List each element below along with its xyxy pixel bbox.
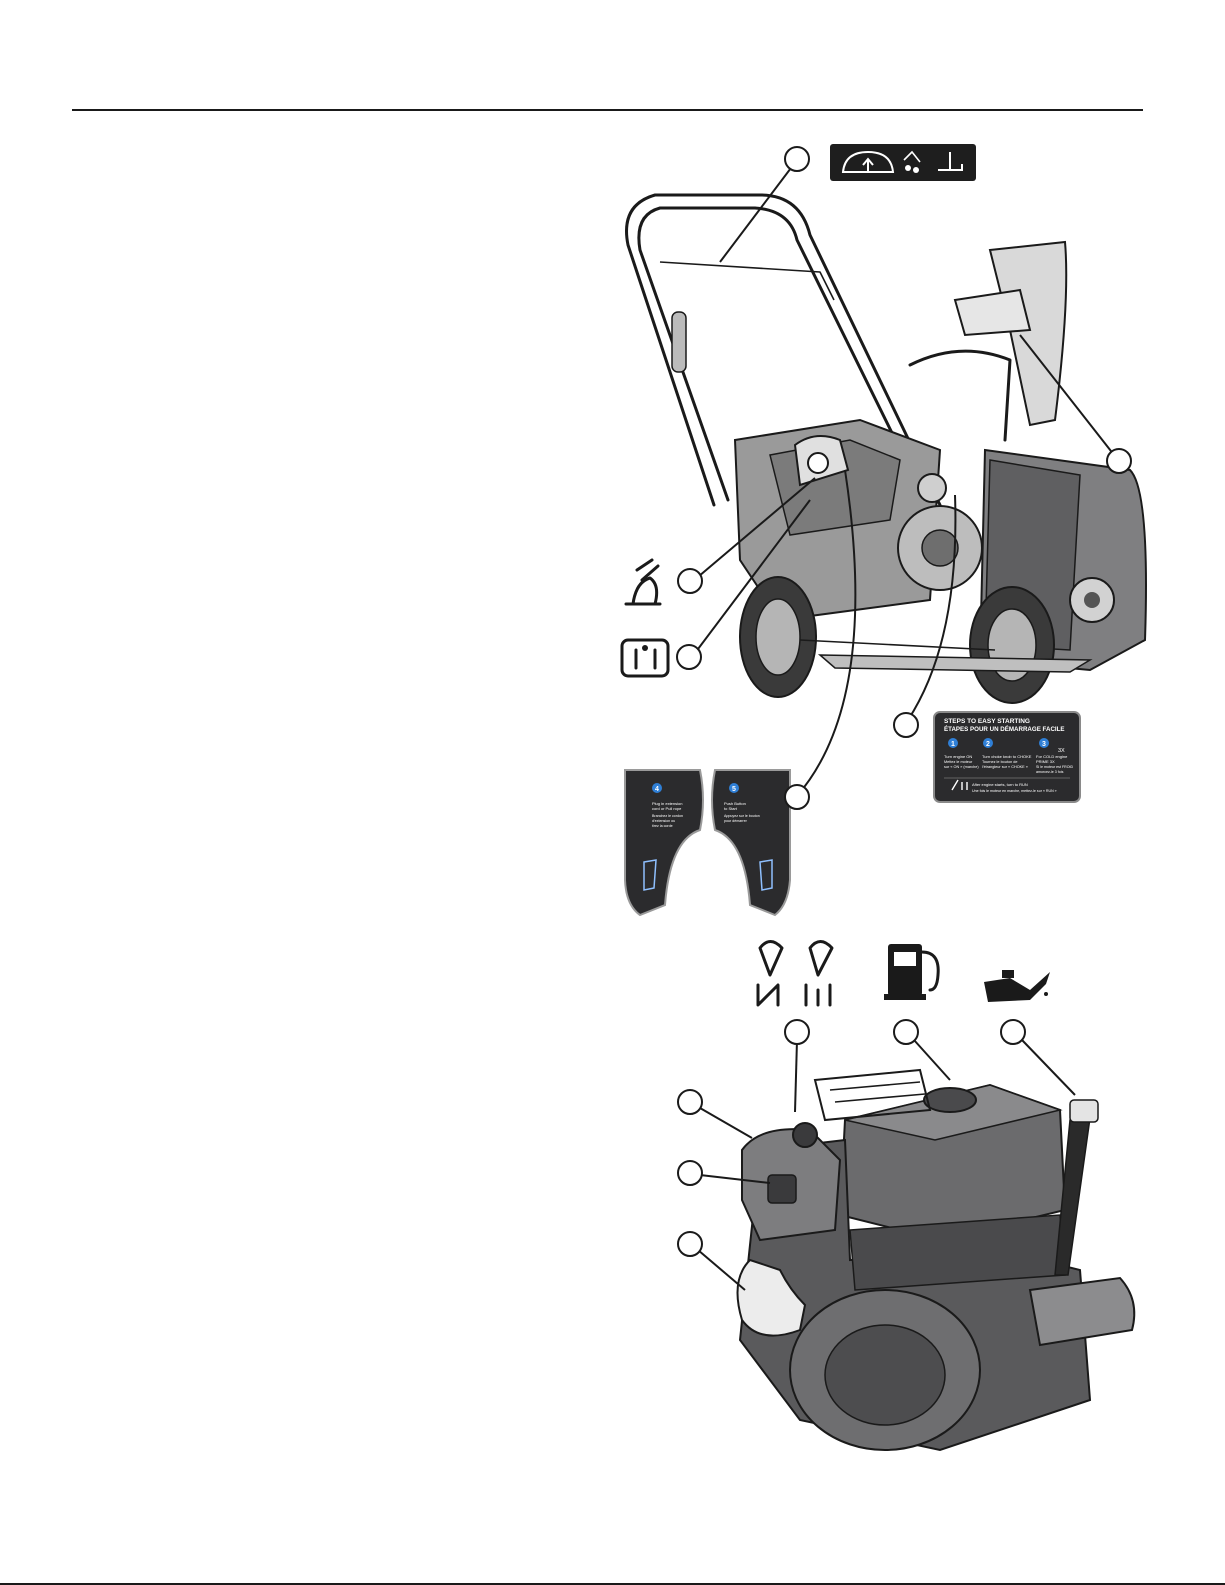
panel-left-num: 4: [655, 786, 659, 793]
step2-num: 2: [986, 741, 990, 748]
panel-left-fr-1: Branchez le cordon: [652, 814, 683, 818]
engine-illustration: [736, 1068, 1136, 1452]
lower-callouts: [677, 1019, 1076, 1291]
footer-rule: [0, 1583, 1225, 1585]
callout-chute: [1106, 448, 1132, 474]
start-panel-decals: 4 Plug in extension cord or Pull rope Br…: [624, 769, 791, 917]
callout-recoil: [677, 1231, 703, 1257]
ignition-key-icon: [620, 638, 670, 678]
step2-en: Turn choke knob to CHOKE: [982, 754, 1032, 759]
step1-en: Turn engine ON: [944, 754, 972, 759]
snow-blower-illustration: [625, 193, 1147, 704]
callout-fuel: [893, 1019, 919, 1045]
callout-easy-start: [893, 712, 919, 738]
panel-right-fr-2: pour démarrer: [724, 819, 748, 823]
primer-icon: [624, 558, 662, 606]
step3-num: 3: [1042, 741, 1046, 748]
step1-fr-1: Mettez le moteur: [944, 760, 973, 764]
easy-start-title-fr: ÉTAPES POUR UN DÉMARRAGE FACILE: [944, 725, 1065, 733]
step3-en-2: PRIME 3X: [1036, 759, 1055, 764]
step2-fr-2: l'étrangleur sur « CHOKE »: [982, 765, 1028, 769]
handle-icons-decal: [830, 144, 976, 181]
panel-left-fr-3: tirez la corde: [652, 824, 673, 828]
upper-callouts: [676, 146, 1132, 810]
step2-fr-1: Tournez le bouton de: [982, 760, 1017, 764]
callout-start-panel: [784, 784, 810, 810]
panel-right-num: 5: [732, 786, 736, 793]
callout-primer: [677, 568, 703, 594]
chute-control-icon: [938, 152, 963, 171]
choke-icon: [756, 940, 834, 1007]
panel-right-en-2: to Start: [724, 806, 738, 811]
easy-start-title-en: STEPS TO EASY STARTING: [944, 718, 1030, 725]
panel-left-en-1: Plug in extension: [652, 801, 682, 806]
easy-start-decal: STEPS TO EASY STARTING ÉTAPES POUR UN DÉ…: [933, 711, 1081, 803]
panel-right-fr-1: Appuyez sur le bouton: [724, 814, 760, 818]
panel-left-fr-2: d'extension ou: [652, 819, 675, 823]
auger-control-icon: [903, 150, 921, 173]
step1-fr-2: sur « ON » (marche): [944, 765, 979, 769]
step3-fr-1: Si le moteur est FROID: [1036, 765, 1074, 769]
after-start-en: After engine starts, turn to RUN: [972, 782, 1028, 787]
callout-ignition: [676, 644, 702, 670]
callout-primer-engine: [677, 1089, 703, 1115]
step3-fr-2: amorcez-le 3 fois: [1036, 770, 1064, 774]
header-rule: [72, 109, 1143, 111]
panel-left-en-2: cord or Pull rope: [652, 806, 682, 811]
panel-right-en-1: Push Button: [724, 801, 746, 806]
fuel-pump-icon: [884, 944, 940, 1000]
callout-handle: [784, 146, 810, 172]
after-start-fr: Une fois le moteur en marche, mettez-le …: [972, 789, 1057, 793]
oil-can-icon: [984, 970, 1050, 1002]
step3-times: 3X: [1058, 748, 1065, 754]
callout-oil: [1000, 1019, 1026, 1045]
callout-choke: [784, 1019, 810, 1045]
callout-key: [677, 1160, 703, 1186]
step1-num: 1: [951, 741, 955, 748]
step3-en-1: For COLD engine: [1036, 754, 1068, 759]
